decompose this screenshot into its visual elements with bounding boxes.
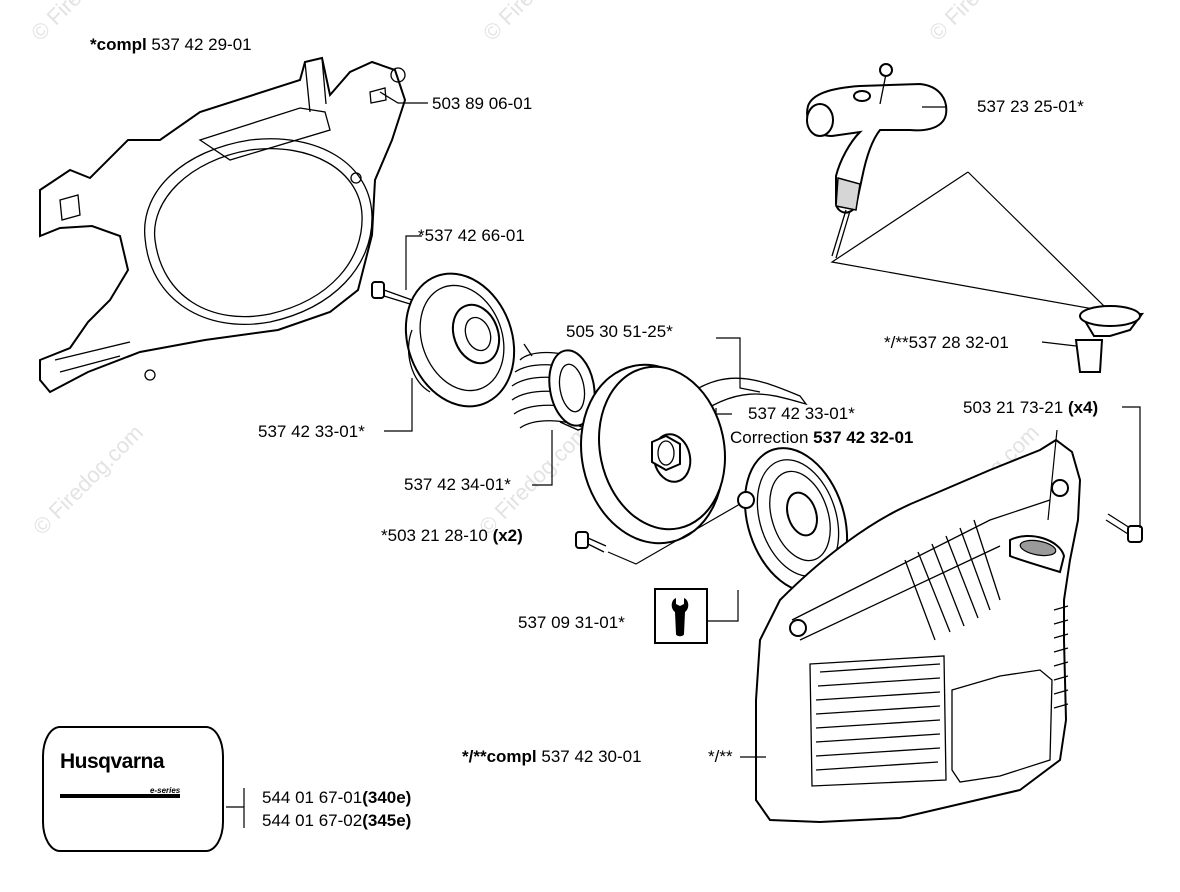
label-correction: Correction 537 42 32-01 [730,428,913,448]
decal: Husqvarna e-series [42,726,224,852]
pulley-left-part [404,272,516,408]
label-pulley-right: 537 42 33-01* [748,404,855,423]
label-decal-1-model: (340e) [362,788,412,807]
decal-brand-logo: Husqvarna [60,750,165,773]
label-compl-prefix: *compl [90,35,147,54]
label-rope-guide: */**537 28 32-01 [884,333,1009,352]
pulley-right-part [580,363,808,545]
spring-cassette-part [737,447,849,593]
label-screws-x4-number: 503 21 73-21 [963,398,1064,417]
label-rope: 505 30 51-25* [566,322,673,341]
label-handle: 537 23 25-01* [977,97,1084,116]
starter-housing-part [755,438,1082,824]
label-screws-x4: 503 21 73-21 (x4) [963,398,1098,418]
label-starter-housing: */** [708,747,733,766]
label-starter-compl-prefix: */**compl [462,747,537,766]
label-spring-cassette: 537 09 31-01* [518,613,625,632]
decal-stripe [60,794,180,798]
label-decal-2-model: (345e) [362,811,412,830]
label-starter-compl: */**compl 537 42 30-01 [462,747,642,767]
label-pulley-left: 537 42 33-01* [258,422,365,441]
label-spring: 537 42 34-01* [404,475,511,494]
decal-series-text: e-series [150,786,181,795]
label-decal-345e: 544 01 67-02(345e) [262,811,411,831]
label-decal-2-number: 544 01 67-02 [262,811,363,830]
label-screws-x2-qty: (x2) [492,526,523,545]
spring-part [511,343,596,431]
label-correction-prefix: Correction [730,428,809,447]
screw-x2-part [575,531,607,553]
label-cylinder-cover-compl: *compl 537 42 29-01 [90,35,252,55]
label-starter-compl-number: 537 42 30-01 [541,747,642,766]
label-correction-number: 537 42 32-01 [813,428,914,447]
label-decal-340e: 544 01 67-01(340e) [262,788,411,808]
label-screws-x2: *503 21 28-10 (x2) [381,526,523,546]
label-decal-1-number: 544 01 67-01 [262,788,363,807]
label-screws-x4-qty: (x4) [1067,398,1099,417]
rope-guide-part [1074,305,1145,373]
screw-x4-part [1105,513,1143,543]
wrench-icon [671,598,689,637]
screw-part [371,281,413,305]
label-screws-x2-number: *503 21 28-10 [381,526,488,545]
label-starter-guard: 503 89 06-01 [432,94,533,113]
leader-lines [226,91,1141,828]
cylinder-cover-part [39,56,407,394]
tool-box [654,588,708,644]
label-screw-top: *537 42 66-01 [418,226,525,245]
starter-handle-part [806,63,948,259]
label-compl-number: 537 42 29-01 [151,35,252,54]
